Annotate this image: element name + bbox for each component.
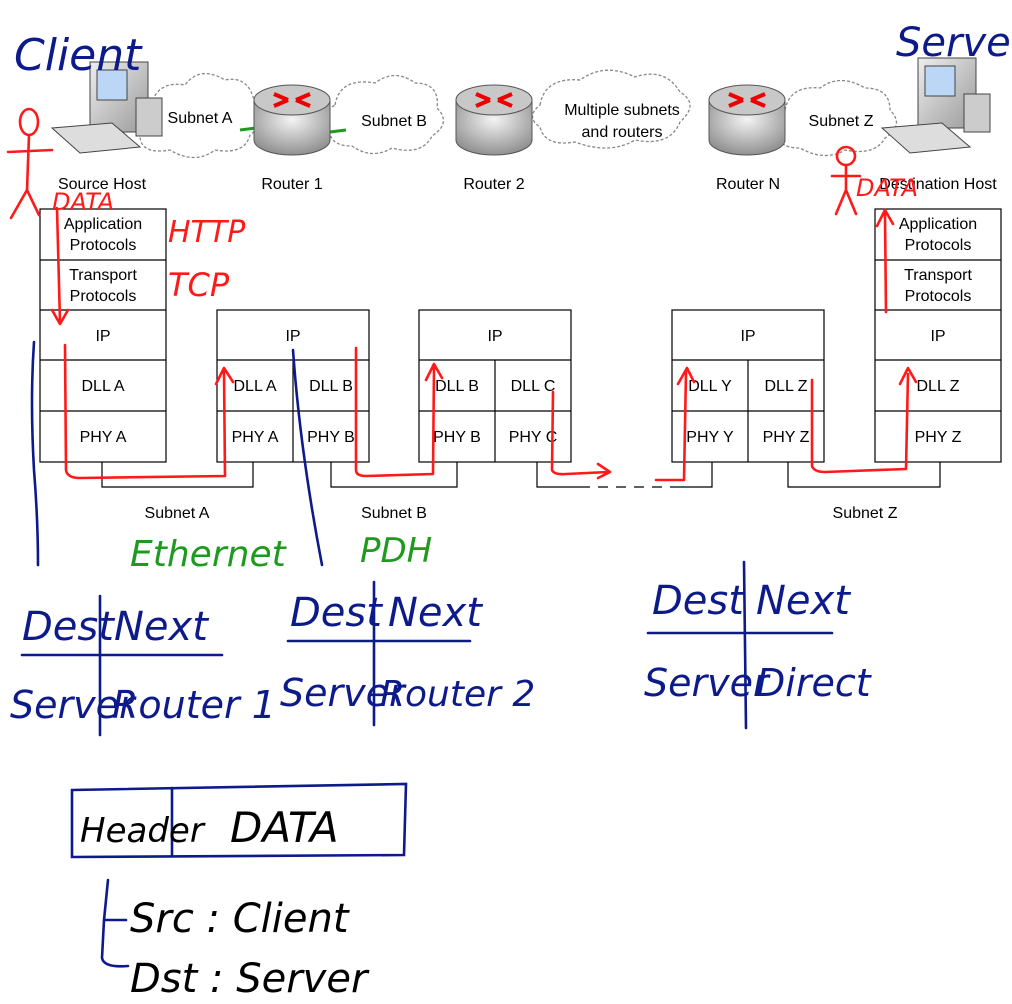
cloud-label-multiple-subnets: Multiple subnets (564, 102, 680, 119)
packet-box (70, 782, 408, 859)
router-1-phy-b-label: PHY B (307, 429, 355, 446)
data-label-right: DATA (856, 174, 918, 202)
router-n-phy-y-label: PHY Y (686, 429, 734, 446)
router-n-dll-y-label: DLL Y (688, 378, 732, 395)
link-connector (239, 126, 257, 132)
router-1-dll-b-label: DLL B (309, 378, 353, 395)
cloud-label-and-routers: and routers (582, 124, 663, 141)
router-2-ip-label: IP (487, 328, 502, 345)
router-n-label: Router N (716, 176, 780, 193)
destination-phy-label: PHY Z (915, 429, 962, 446)
table-1-dest-value: Server (10, 683, 137, 727)
cloud-label-subnet-z: Subnet Z (809, 113, 874, 130)
server-annotation: Server (896, 20, 1012, 66)
destination-ip-label: IP (930, 328, 945, 345)
table-1-dest-header: Dest (22, 604, 115, 650)
router-1-label: Router 1 (261, 176, 322, 193)
subnet-a-link (101, 462, 254, 488)
subnet-c-link (536, 462, 580, 488)
destination-stack (874, 208, 1002, 463)
table-1-next-value: Router 1 (112, 683, 276, 727)
destination-host-label: Destination Host (879, 176, 997, 193)
table-2-dest-header: Dest (290, 590, 383, 636)
router-n-icon (708, 84, 786, 156)
cloud-label-subnet-b: Subnet B (361, 113, 427, 130)
table-3-next-header: Next (756, 578, 851, 624)
source-host-computer-icon (50, 61, 163, 154)
router-1-dll-a-label: DLL A (234, 378, 277, 395)
destination-transport-label: Transport (904, 267, 972, 284)
router-1-phy-a-label: PHY A (232, 429, 279, 446)
header-bracket (100, 878, 130, 968)
packet-header-label: Header (80, 811, 206, 851)
link-connector (329, 128, 347, 134)
source-protocols-label: Protocols (70, 237, 137, 254)
router-1-icon (253, 84, 331, 156)
table-3-dest-header: Dest (652, 578, 745, 624)
source-stack (39, 208, 167, 463)
destination-application-label: Application (899, 216, 977, 233)
tcp-annotation: TCP (168, 266, 230, 304)
router-2-icon (455, 84, 533, 156)
down-arrow (55, 206, 62, 324)
up-arrow (875, 208, 895, 314)
pdh-annotation: PDH (360, 531, 432, 571)
table-2-dest-value: Server (280, 671, 407, 715)
subnet-z-label: Subnet Z (833, 505, 898, 522)
packet-dst-label: Dst : Server (130, 956, 370, 1002)
router-n-phy-z-label: PHY Z (763, 429, 810, 446)
packet-src-label: Src : Client (130, 896, 350, 942)
routing-table-1 (20, 594, 224, 737)
destination-dll-label: DLL Z (917, 378, 960, 395)
routing-table-3 (646, 560, 834, 730)
source-host-label: Source Host (58, 176, 147, 193)
router-n-dll-z-label: DLL Z (765, 378, 808, 395)
source-protocols-label: Protocols (70, 288, 137, 305)
router-n-ip-label: IP (740, 328, 755, 345)
subnet-b-label: Subnet B (361, 505, 427, 522)
subnet-b-link (330, 462, 458, 488)
cloud-label-subnet-a: Subnet A (168, 110, 233, 127)
table-3-dest-value: Server (644, 661, 771, 705)
cloud-subnet-a (133, 73, 262, 159)
source-transport-label: Transport (69, 267, 137, 284)
destination-host-computer-icon (880, 57, 991, 154)
table-3-next-value: Direct (756, 661, 873, 705)
cloud-subnet-b (325, 74, 444, 155)
ethernet-annotation: Ethernet (130, 534, 288, 575)
routing-table-2 (286, 580, 472, 727)
destination-protocols-label: Protocols (905, 288, 972, 305)
subnet-z-link (787, 462, 941, 488)
http-annotation: HTTP (168, 215, 246, 250)
table-2-next-header: Next (388, 590, 483, 636)
source-dll-label: DLL A (82, 378, 125, 395)
source-ip-label: IP (95, 328, 110, 345)
router-2-label: Router 2 (463, 176, 524, 193)
pointer-line-router-1 (291, 348, 324, 567)
table-1-next-header: Next (114, 604, 209, 650)
source-phy-label: PHY A (80, 429, 127, 446)
router-2-phy-b-label: PHY B (433, 429, 481, 446)
packet-flow-path (63, 343, 918, 482)
subnet-a-label: Subnet A (145, 505, 210, 522)
server-person-icon (830, 145, 862, 216)
data-label-left: DATA (52, 188, 114, 216)
cloud-multiple-subnets (531, 69, 691, 149)
router-2-dll-c-label: DLL C (511, 378, 556, 395)
table-2-next-value: Router 2 (380, 674, 535, 715)
destination-protocols-label: Protocols (905, 237, 972, 254)
packet-data-label: DATA (230, 803, 339, 852)
source-application-label: Application (64, 216, 142, 233)
router-2-phy-c-label: PHY C (509, 429, 558, 446)
router-1-ip-label: IP (285, 328, 300, 345)
client-annotation: Client (14, 30, 143, 81)
pointer-line-source (30, 340, 40, 567)
client-person-icon (6, 107, 54, 220)
router-2-dll-b-label: DLL B (435, 378, 479, 395)
